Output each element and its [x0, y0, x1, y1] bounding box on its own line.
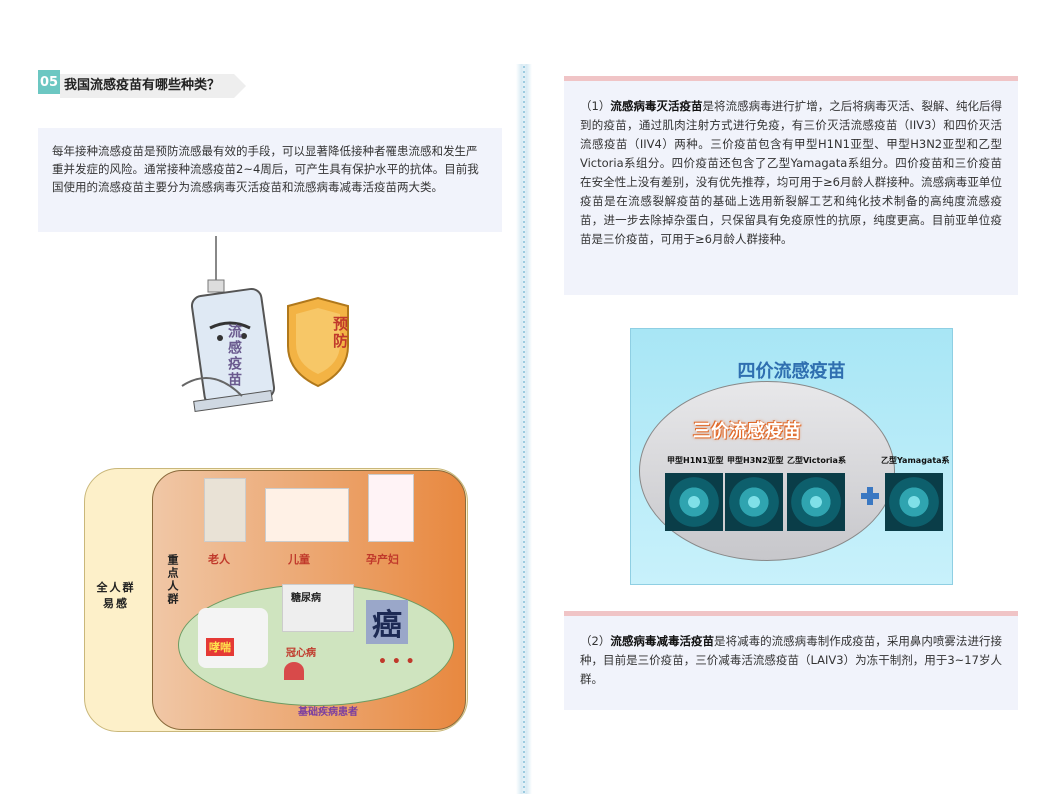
- column-divider-dots: [523, 66, 525, 794]
- strain-h1n1-label: 甲型H1N1亚型: [667, 456, 724, 465]
- trivalent-title: 三价流感疫苗: [693, 421, 801, 442]
- vaccine-composition-figure: 四价流感疫苗 三价流感疫苗 甲型H1N1亚型 甲型H3N2亚型 乙型Victor…: [630, 328, 953, 585]
- card1-top-bar: [564, 76, 1018, 81]
- inactivated-name: 流感病毒灭活疫苗: [610, 99, 703, 113]
- live-vaccine-card: （2）流感病毒减毒活疫苗是将减毒的流感病毒制作成疫苗，采用鼻内喷雾法进行接种，目…: [564, 616, 1018, 710]
- strain-h3n2-label: 甲型H3N2亚型: [727, 456, 784, 465]
- section-title: 我国流感疫苗有哪些种类？: [60, 74, 246, 98]
- group-elderly: 老人: [208, 553, 230, 566]
- live-text: 是将减毒的流感病毒制作成疫苗，采用鼻内喷雾法进行接种，目前是三价疫苗，三价减毒活…: [580, 634, 1002, 686]
- syringe-label: 流感疫苗: [226, 324, 242, 388]
- intro-text: 每年接种流感疫苗是预防流感最有效的手段，可以显著降低接种者罹患流感和发生严重并发…: [52, 144, 479, 194]
- pregnant-woman-picture: [368, 474, 414, 542]
- live-name: 流感病毒减毒活疫苗: [610, 634, 715, 648]
- inactivated-text: 是将流感病毒进行扩增，之后将病毒灭活、裂解、纯化后得到的疫苗，通过肌肉注射方式进…: [580, 99, 1002, 246]
- intro-card: 每年接种流感疫苗是预防流感最有效的手段，可以显著降低接种者罹患流感和发生严重并发…: [38, 128, 502, 232]
- disease-diabetes: 糖尿病: [291, 593, 321, 604]
- trivalent-ellipse: [639, 381, 895, 561]
- more-ellipsis: • • •: [378, 654, 415, 670]
- virus-victoria-icon: [787, 473, 845, 531]
- strain-victoria-label: 乙型Victoria系: [787, 456, 846, 465]
- heart-icon: [284, 662, 304, 680]
- key-population-label: 重点人群: [166, 554, 179, 606]
- diabetes-picture: 糖尿病: [282, 584, 354, 632]
- all-population-label: 全人群易感: [96, 581, 136, 610]
- card2-top-bar: [564, 611, 1018, 616]
- elderly-picture: [204, 478, 246, 542]
- section-number: 05: [38, 70, 60, 94]
- inactivated-paragraph: （1）流感病毒灭活疫苗是将流感病毒进行扩增，之后将病毒灭活、裂解、纯化后得到的疫…: [580, 97, 1002, 249]
- inactivated-prefix: （1）: [580, 99, 611, 113]
- flu-vaccine-syringe-illustration: 流感疫苗 预防: [180, 236, 360, 426]
- virus-h1n1-icon: [665, 473, 723, 531]
- children-picture: [265, 488, 349, 542]
- virus-h3n2-icon: [725, 473, 783, 531]
- plus-icon: [861, 487, 879, 505]
- group-pregnant: 孕产妇: [366, 553, 399, 566]
- inactivated-vaccine-card: （1）流感病毒灭活疫苗是将流感病毒进行扩增，之后将病毒灭活、裂解、纯化后得到的疫…: [564, 81, 1018, 295]
- quadrivalent-title: 四价流感疫苗: [737, 361, 846, 382]
- shield-text: 预防: [331, 316, 349, 350]
- live-paragraph: （2）流感病毒减毒活疫苗是将减毒的流感病毒制作成疫苗，采用鼻内喷雾法进行接种，目…: [580, 632, 1002, 689]
- disease-asthma: 哮喘: [206, 638, 234, 656]
- live-prefix: （2）: [580, 634, 611, 648]
- group-children: 儿童: [288, 553, 310, 566]
- virus-yamagata-icon: [885, 473, 943, 531]
- chronic-disease-label: 基础疾病患者: [298, 707, 358, 718]
- disease-cancer: 癌: [366, 600, 408, 644]
- heart-disease-picture: 冠心病: [280, 640, 350, 688]
- disease-heart: 冠心病: [286, 648, 316, 659]
- syringe-icon: [181, 236, 349, 412]
- asthma-picture: 哮喘: [198, 608, 268, 668]
- strain-yamagata-label: 乙型Yamagata系: [881, 456, 950, 465]
